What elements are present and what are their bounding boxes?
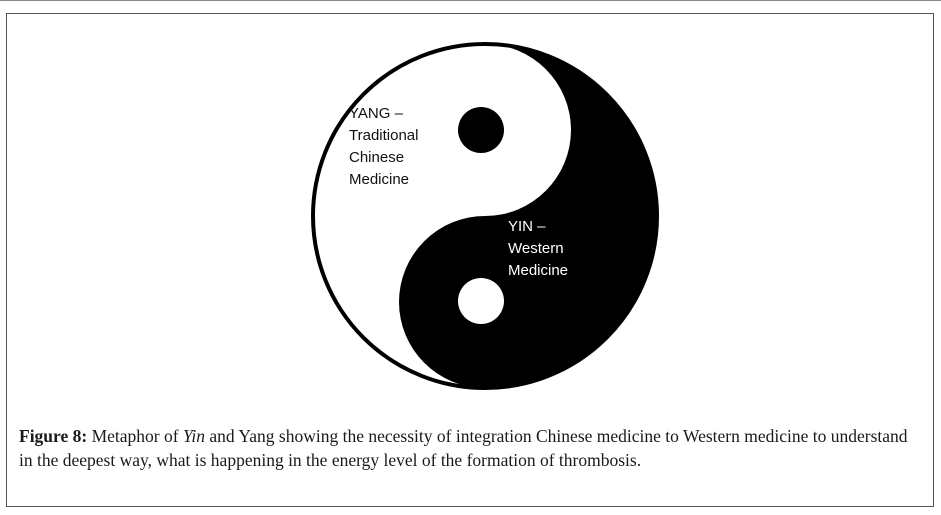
yin-yang-diagram: YANG – Traditional Chinese Medicine YIN … [7,14,935,404]
figure-caption: Figure 8: Metaphor of Yin and Yang showi… [19,425,924,472]
yang-dot [458,107,504,153]
yin-yang-svg [311,42,659,390]
yin-label: YIN – Western Medicine [508,218,569,279]
yin-dot [458,278,504,324]
top-rule [0,0,941,1]
caption-italic-term: Yin [182,426,206,446]
figure-label: Figure 8: [19,426,88,446]
yang-label: YANG – Traditional Chinese Medicine [349,105,419,188]
caption-text-after: and Yang showing the necessity of integr… [19,426,908,470]
caption-text-before: Metaphor of [87,426,183,446]
figure-box: YANG – Traditional Chinese Medicine YIN … [6,13,934,507]
